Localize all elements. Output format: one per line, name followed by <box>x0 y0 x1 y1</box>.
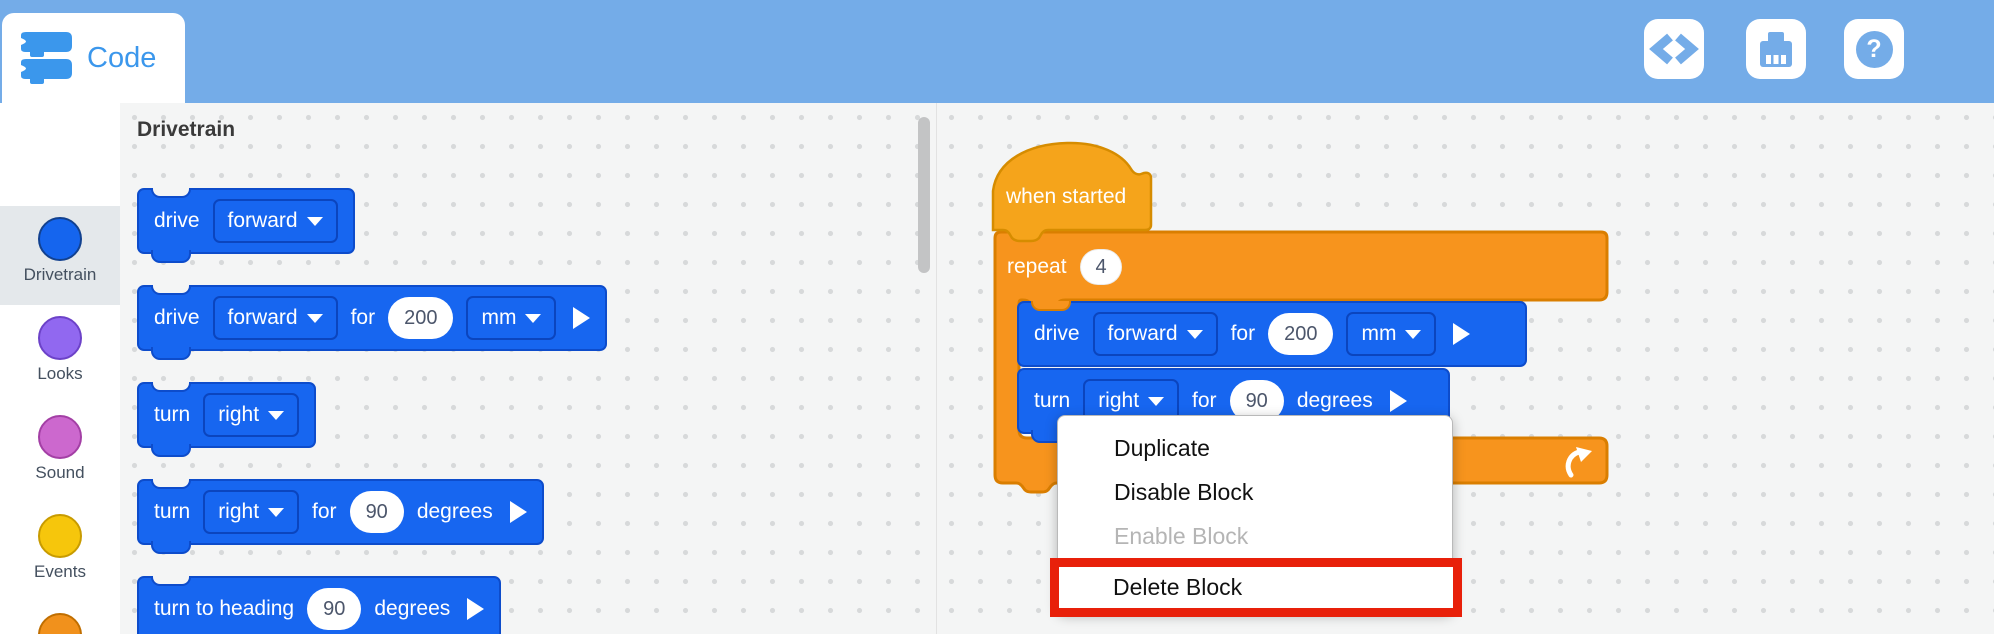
control-category-icon <box>38 613 82 634</box>
chevron-down-icon <box>306 313 323 323</box>
unit-dropdown[interactable]: mm <box>1346 312 1437 356</box>
run-arrow-icon[interactable] <box>467 598 485 620</box>
palette-block-turn[interactable]: turn right <box>137 382 317 457</box>
when-started-block[interactable] <box>991 139 1153 243</box>
dropdown-value: forward <box>1107 322 1178 345</box>
category-label: Drivetrain <box>23 265 97 284</box>
palette-block-drive[interactable]: drive forward <box>137 188 355 263</box>
sound-category-icon <box>38 415 82 459</box>
block-text: degrees <box>374 597 451 620</box>
angle-input[interactable]: 90 <box>349 491 404 533</box>
menu-item-delete-block-highlighted[interactable]: Delete Block <box>1050 558 1462 617</box>
sidebar-item-looks[interactable]: Looks <box>0 305 120 404</box>
drivetrain-category-icon <box>38 217 82 261</box>
palette-block-turn-for[interactable]: turn right for 90 degrees <box>137 479 544 554</box>
category-label: Sound <box>35 463 85 482</box>
direction-dropdown[interactable]: right <box>203 490 300 534</box>
chevron-down-icon <box>306 216 323 226</box>
tab-code[interactable]: Code <box>2 13 185 103</box>
palette-block-drive-for[interactable]: drive forward for 200 mm <box>137 285 608 360</box>
chevron-down-icon <box>268 507 285 517</box>
run-arrow-icon[interactable] <box>1453 323 1471 345</box>
block-palette <box>120 103 936 634</box>
palette-heading: Drivetrain <box>137 118 236 141</box>
block-text: drive <box>1034 322 1080 345</box>
chevron-down-icon <box>1405 329 1422 339</box>
dropdown-value: forward <box>227 209 298 232</box>
repeat-block-label: repeat <box>1007 255 1067 278</box>
sidebar-item-control[interactable]: Control <box>0 602 120 634</box>
heading-input[interactable]: 90 <box>307 588 362 630</box>
repeat-count-input[interactable]: 4 <box>1080 249 1122 285</box>
chevron-down-icon <box>1148 396 1165 406</box>
sidebar-item-events[interactable]: Events <box>0 503 120 602</box>
sidebar-item-sound[interactable]: Sound <box>0 404 120 503</box>
dropdown-value: right <box>1098 389 1140 412</box>
question-icon: ? <box>1855 30 1893 68</box>
tab-code-label: Code <box>87 41 157 74</box>
block-bump <box>151 541 191 554</box>
block-notch <box>151 382 191 392</box>
dropdown-value: mm <box>1361 322 1397 345</box>
menu-item-enable-block: Enable Block <box>1114 522 1249 549</box>
loop-arrow-icon <box>1565 447 1592 478</box>
dropdown-value: mm <box>481 306 517 329</box>
distance-input[interactable]: 200 <box>388 297 454 339</box>
run-arrow-icon[interactable] <box>1389 390 1407 412</box>
category-label: Events <box>34 562 86 581</box>
run-arrow-icon[interactable] <box>509 501 527 523</box>
block-text: for <box>1192 389 1217 412</box>
block-notch <box>1031 301 1071 311</box>
direction-dropdown[interactable]: forward <box>212 199 338 243</box>
palette-block-turn-to-heading[interactable]: turn to heading 90 degrees <box>137 576 502 634</box>
block-text: drive <box>154 306 200 329</box>
menu-item-disable-block[interactable]: Disable Block <box>1114 478 1254 505</box>
events-category-icon <box>38 514 82 558</box>
direction-dropdown[interactable]: right <box>203 393 300 437</box>
block-text: for <box>350 306 376 329</box>
code-brackets-icon <box>1649 33 1699 65</box>
palette-scrollbar[interactable] <box>918 117 930 273</box>
block-text: turn <box>1034 389 1071 412</box>
block-text: turn to heading <box>154 597 295 620</box>
block-notch <box>151 285 191 295</box>
header-bar: Code <box>0 0 1994 103</box>
block-text: degrees <box>1296 389 1373 412</box>
block-bump <box>151 444 191 457</box>
block-text: degrees <box>416 500 493 523</box>
block-notch <box>151 576 191 586</box>
block-text: for <box>1230 322 1256 345</box>
sidebar-item-drivetrain[interactable]: Drivetrain <box>0 206 120 305</box>
chevron-down-icon <box>1186 329 1203 339</box>
block-text: drive <box>154 209 200 232</box>
code-view-button[interactable] <box>1644 19 1704 79</box>
chevron-down-icon <box>268 410 285 420</box>
device-button[interactable] <box>1746 19 1806 79</box>
block-text: for <box>312 500 337 523</box>
distance-input[interactable]: 200 <box>1268 313 1334 355</box>
workspace-block-drive[interactable]: drive forward for 200 mm <box>1017 301 1527 367</box>
brain-icon <box>1760 32 1792 67</box>
dropdown-value: forward <box>227 306 298 329</box>
help-button[interactable]: ? <box>1844 19 1904 79</box>
block-notch <box>151 188 191 198</box>
dropdown-value: right <box>218 500 260 523</box>
looks-category-icon <box>38 316 82 360</box>
menu-item-duplicate[interactable]: Duplicate <box>1114 434 1210 461</box>
category-label: Looks <box>37 364 83 383</box>
when-started-label: when started <box>1006 185 1127 208</box>
block-bump <box>151 250 191 263</box>
run-arrow-icon[interactable] <box>573 307 591 329</box>
direction-dropdown[interactable]: forward <box>1092 312 1218 356</box>
block-text: turn <box>154 500 191 523</box>
unit-dropdown[interactable]: mm <box>466 296 557 340</box>
block-text: turn <box>154 403 191 426</box>
category-sidebar: Drivetrain Looks Sound Events Control <box>0 103 120 634</box>
dropdown-value: right <box>218 403 260 426</box>
block-bump <box>151 347 191 360</box>
direction-dropdown[interactable]: forward <box>212 296 338 340</box>
block-notch <box>151 479 191 489</box>
blocks-icon <box>21 32 72 84</box>
chevron-down-icon <box>525 313 542 323</box>
